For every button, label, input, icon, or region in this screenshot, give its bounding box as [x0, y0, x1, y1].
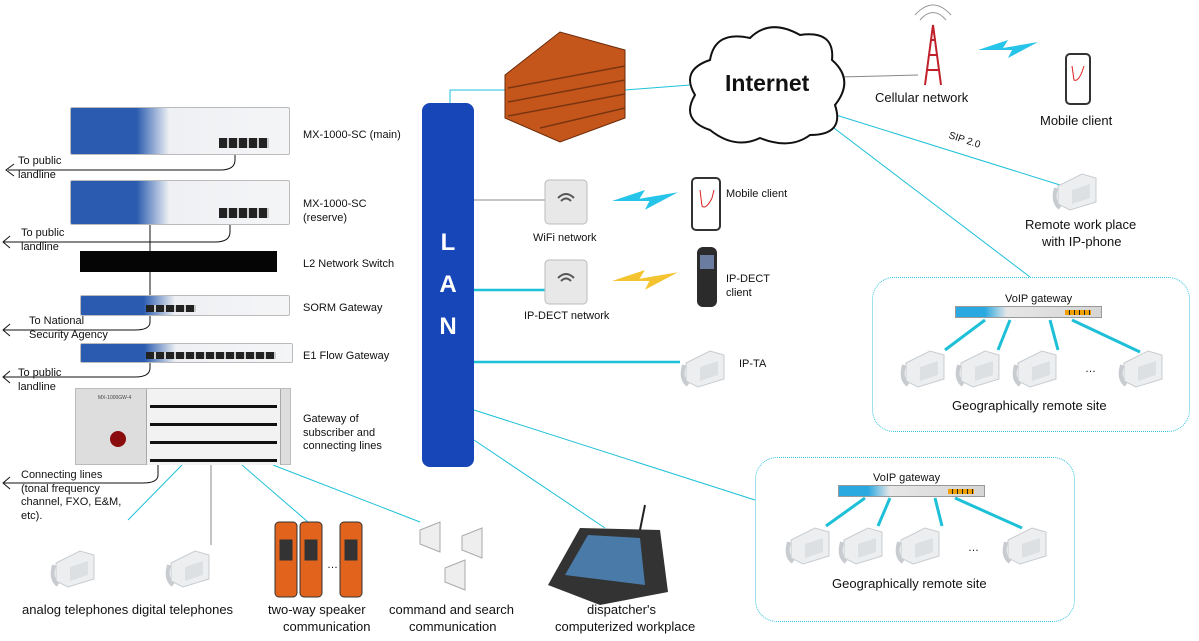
- ipdect-client-label: IP-DECT: [726, 273, 770, 285]
- remote-work-label-2: with IP-phone: [1042, 234, 1122, 249]
- power-button-icon: [110, 431, 126, 447]
- gateway-device: MX-1000GW-4: [75, 388, 291, 465]
- speaker-label-2: communication: [283, 619, 371, 634]
- voip-gateway-label: VoIP gateway: [1005, 293, 1073, 305]
- cellular-label: Cellular network: [875, 90, 969, 105]
- link-label: To public: [18, 367, 62, 379]
- lan-letter: L: [440, 229, 456, 256]
- mx-reserve-device: [70, 180, 290, 225]
- ipdect-client-label-2: client: [726, 287, 752, 299]
- gateway-label-3: connecting lines: [303, 440, 382, 452]
- wifi-label: WiFi network: [533, 232, 597, 244]
- voip-gateway-device: [955, 306, 1102, 318]
- e1-device: [80, 343, 293, 363]
- ipdect-label: IP-DECT network: [524, 310, 610, 322]
- command-label-2: communication: [409, 619, 497, 634]
- gateway-label: Gateway of: [303, 413, 359, 425]
- wifi-router-icon: [544, 179, 588, 305]
- remote-site-1: [872, 277, 1190, 432]
- speaker-unit-icon: [274, 521, 363, 598]
- firewall-icon: [504, 31, 626, 143]
- remote-site-label: Geographically remote site: [832, 576, 987, 591]
- mx-main-device: [70, 107, 290, 155]
- ellipsis: …: [968, 542, 979, 554]
- link-label: Security Agency: [29, 329, 108, 341]
- remote-site-label: Geographically remote site: [952, 398, 1107, 413]
- link-label: Connecting lines: [21, 469, 103, 481]
- internet-label: Internet: [725, 70, 810, 96]
- ellipsis: …: [1085, 363, 1096, 375]
- lan-bus: L A N: [422, 103, 474, 467]
- mobile-client-label: Mobile client: [1040, 113, 1113, 128]
- l2-switch-device: [80, 251, 277, 272]
- mobile-client-label: Mobile client: [726, 188, 788, 200]
- link-label: To National: [29, 315, 85, 327]
- link-label: landline: [21, 241, 59, 253]
- lan-letter: N: [439, 313, 457, 340]
- link-label: landline: [18, 169, 56, 181]
- dispatcher-label-2: computerized workplace: [555, 619, 696, 634]
- e1-label: E1 Flow Gateway: [303, 350, 390, 362]
- phones-label: analog telephones digital telephones: [22, 602, 234, 617]
- speaker-label: two-way speaker: [268, 602, 366, 617]
- voip-gateway-device: [838, 485, 985, 497]
- cell-tower-icon: [914, 4, 952, 86]
- internet-cloud-icon: [689, 26, 846, 145]
- link-label: To public: [21, 227, 65, 239]
- sorm-device: [80, 295, 290, 316]
- dect-bolt-icon: [612, 270, 678, 290]
- l2-label: L2 Network Switch: [303, 258, 395, 270]
- gateway-face-label: MX-1000GW-4: [98, 395, 132, 401]
- mx-main-label: MX-1000-SC (main): [303, 129, 401, 141]
- voip-gateway-label: VoIP gateway: [873, 472, 941, 484]
- remote-work-label: Remote work place: [1025, 217, 1137, 232]
- ipta-label: IP-TA: [739, 358, 767, 370]
- horn-speaker-icon: [419, 521, 483, 591]
- remote-site-2: [755, 457, 1075, 622]
- gateway-label-2: subscriber and: [303, 427, 376, 439]
- link-label: landline: [18, 381, 56, 393]
- mobile-phone-icon: [691, 53, 1091, 307]
- link-label: (tonal frequency: [21, 483, 100, 495]
- dispatcher-console-icon: [548, 504, 668, 605]
- command-label: command and search: [389, 602, 515, 617]
- sorm-label: SORM Gateway: [303, 302, 383, 314]
- dispatcher-label: dispatcher's: [587, 602, 656, 617]
- mx-reserve-label: MX-1000-SC: [303, 198, 367, 210]
- lan-letter: A: [439, 271, 457, 298]
- ellipsis: …: [327, 559, 338, 571]
- mx-reserve-label-2: (reserve): [303, 212, 348, 224]
- link-label: To public: [18, 155, 62, 167]
- link-label: channel, FXO, E&M,: [21, 496, 122, 508]
- link-label: etc).: [21, 510, 43, 522]
